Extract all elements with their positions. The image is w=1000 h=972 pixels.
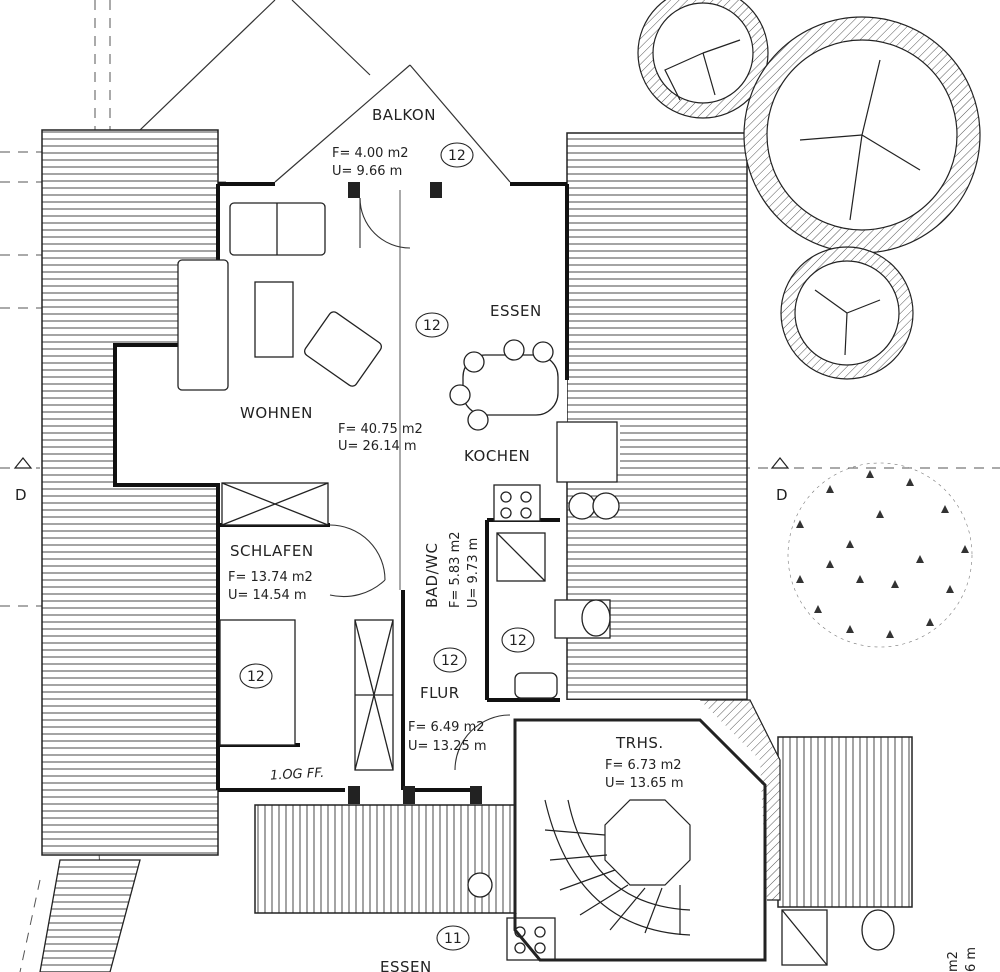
kochen-label: KOCHEN <box>464 447 530 465</box>
balkon-badge: 12 <box>448 148 466 164</box>
balkon-area: F= 4.00 m2 <box>332 146 409 161</box>
flur-perimeter: U= 13.25 m <box>408 739 487 754</box>
roof-bottom-left <box>39 859 141 972</box>
lower-essen-badge: 11 <box>444 931 462 947</box>
lower-essen-label: ESSEN <box>380 958 432 972</box>
corner-text-b: 6 m <box>964 947 979 972</box>
wohnen-perimeter: U= 26.14 m <box>338 439 417 454</box>
bad-wc-perimeter: U= 9.73 m <box>466 538 481 608</box>
flur-label: FLUR <box>420 684 460 702</box>
section-mark-left: D <box>15 486 27 504</box>
balcony-outline <box>139 0 511 183</box>
bad-wc-badge: 12 <box>509 633 527 649</box>
roof-left <box>41 129 219 856</box>
section-mark-right: D <box>776 486 788 504</box>
handwritten-floor-note: 1.OG FF. <box>270 766 325 784</box>
staircase <box>513 718 767 962</box>
bad-wc-label: BAD/WC <box>423 543 441 608</box>
bad-wc-area: F= 5.83 m2 <box>448 531 463 608</box>
furniture <box>177 202 895 966</box>
flur-badge: 12 <box>441 653 459 669</box>
schlafen-area: F= 13.74 m2 <box>228 570 313 585</box>
flur-area: F= 6.49 m2 <box>408 720 485 735</box>
balkon-label: BALKON <box>372 106 436 124</box>
section-markers <box>13 457 790 469</box>
schlafen-badge: 12 <box>247 669 265 685</box>
corner-text-a: m2 <box>946 951 961 972</box>
trhs-area: F= 6.73 m2 <box>605 758 682 773</box>
wohnen-label: WOHNEN <box>240 404 313 422</box>
balkon-perimeter: U= 9.66 m <box>332 164 402 179</box>
schlafen-label: SCHLAFEN <box>230 542 314 560</box>
trees <box>637 0 981 380</box>
shrub-boundary <box>787 462 973 648</box>
trhs-label: TRHS. <box>615 734 664 752</box>
schlafen-perimeter: U= 14.54 m <box>228 588 307 603</box>
trhs-perimeter: U= 13.65 m <box>605 776 684 791</box>
shrub-field <box>796 470 969 638</box>
essen-label: ESSEN <box>490 302 542 320</box>
wohnen-area: F= 40.75 m2 <box>338 422 423 437</box>
door-posts <box>348 182 482 804</box>
roof-bottom-right <box>777 736 913 908</box>
door-swings <box>329 197 511 771</box>
room-badges <box>239 142 535 951</box>
wohnen-badge: 12 <box>423 318 441 334</box>
